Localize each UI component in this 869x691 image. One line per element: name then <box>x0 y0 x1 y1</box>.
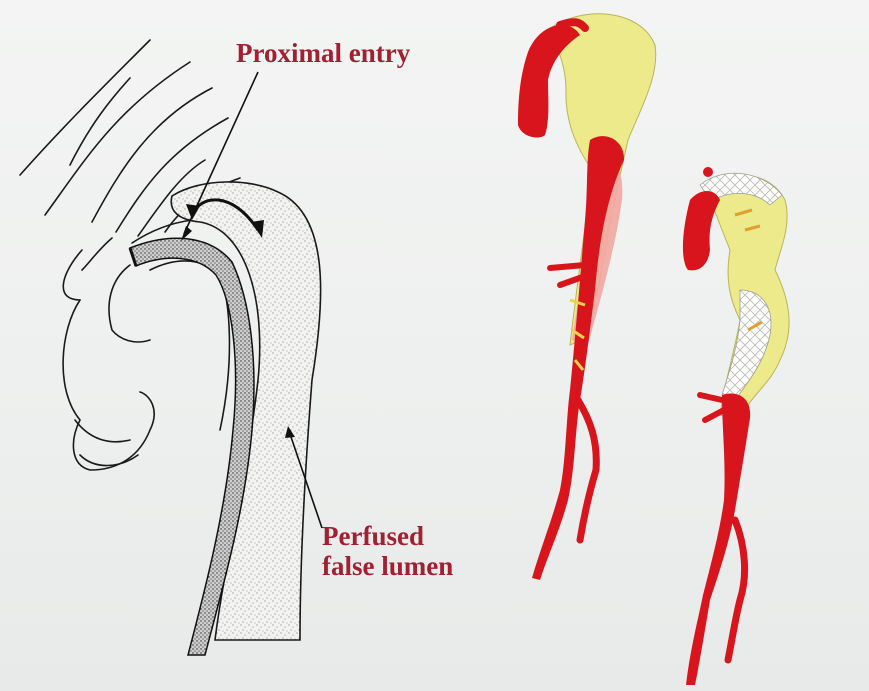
perfused-label-line2: false lumen <box>322 551 453 581</box>
arch-curve-inner <box>150 261 229 430</box>
side-branch-2b <box>703 167 713 177</box>
true-lumen-red-2 <box>683 191 720 270</box>
proximal-entry-label: Proximal entry <box>236 38 410 68</box>
reconstruction-model-1 <box>518 14 656 580</box>
perfused-label-line1: Perfused <box>322 521 453 551</box>
iliac-branch-2 <box>728 520 745 660</box>
arch-outer-wall <box>63 300 154 470</box>
arch-inner-wall <box>109 265 150 342</box>
perfused-false-lumen-label: Perfused false lumen <box>322 521 453 581</box>
side-branch-2a <box>700 395 724 420</box>
branch-vessel-2 <box>45 62 190 215</box>
ascending-aorta <box>63 238 112 300</box>
reconstruction-model-2 <box>683 167 789 685</box>
iliac-branch-1 <box>578 400 596 540</box>
